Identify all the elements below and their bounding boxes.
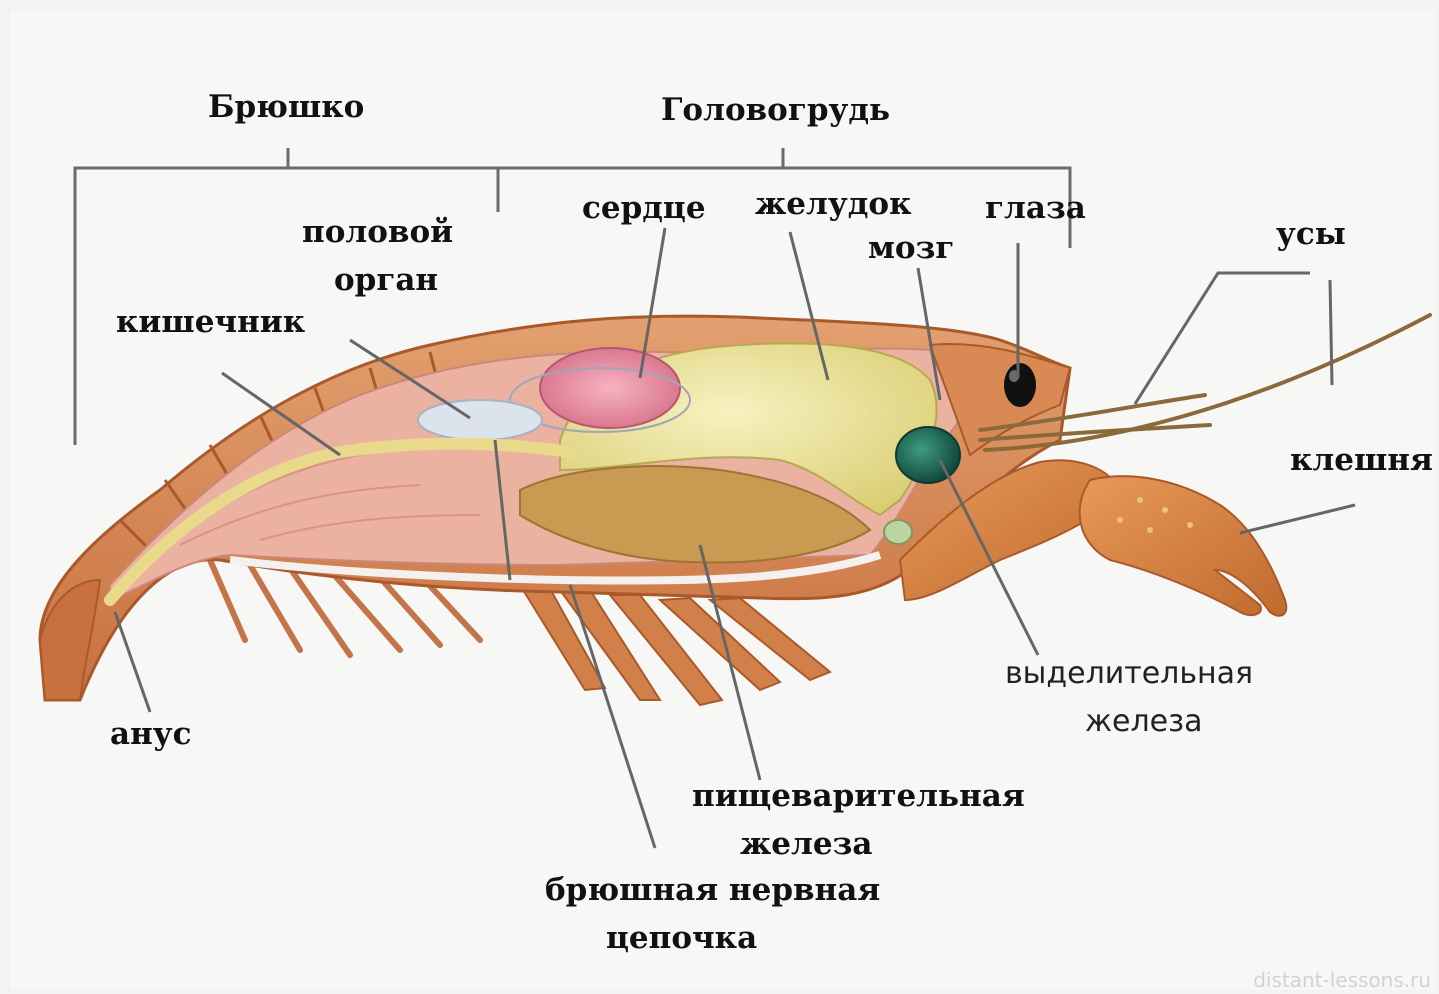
heart-label: сердце xyxy=(582,186,706,230)
digestive-gland-label-line1: пищеварительная xyxy=(692,774,1025,818)
nerve-cord-label-line1: брюшная нервная xyxy=(545,868,880,912)
section-cephalothorax-label: Головогрудь xyxy=(661,88,890,132)
anus-label: анус xyxy=(110,712,192,756)
watermark: distant-lessons.ru xyxy=(1253,968,1431,992)
genital-organ xyxy=(418,400,542,440)
antennae-label: усы xyxy=(1276,212,1346,256)
brain xyxy=(896,427,960,483)
leader-antennae-b xyxy=(1330,280,1332,385)
genital-organ-label-line1: половой xyxy=(302,210,453,254)
digestive-gland-label-line2: железа xyxy=(740,822,872,866)
claw-label: клешня xyxy=(1290,438,1433,482)
excretory-gland xyxy=(884,520,912,544)
section-abdomen-label: Брюшко xyxy=(208,85,364,129)
intestine-label: кишечник xyxy=(116,300,305,344)
eyes-label: глаза xyxy=(985,186,1086,230)
heart xyxy=(540,348,680,428)
eye xyxy=(1004,363,1036,407)
genital-organ-label-line2: орган xyxy=(334,258,438,302)
excretory-gland-label-line2: железа xyxy=(1085,700,1202,744)
brain-label: мозг xyxy=(868,226,954,270)
stomach-label: желудок xyxy=(755,182,911,226)
nerve-cord-label-line2: цепочка xyxy=(606,916,757,960)
excretory-gland-label-line1: выделительная xyxy=(1005,652,1253,696)
